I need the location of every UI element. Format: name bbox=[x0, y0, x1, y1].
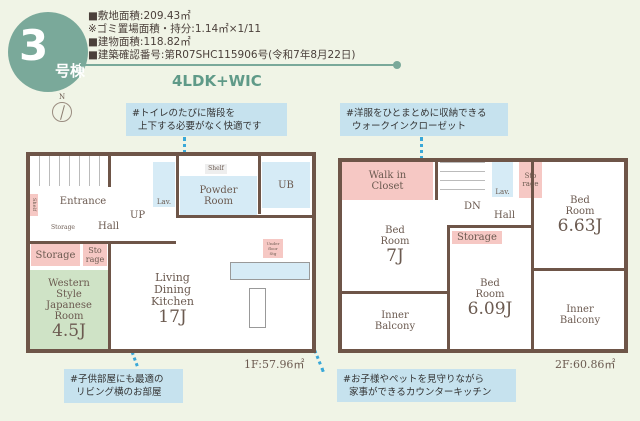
room-ldk-size: 17J bbox=[158, 307, 187, 327]
room-bed-2: Bed Room 6.09J bbox=[455, 272, 525, 324]
room-japanese-size: 4.5J bbox=[52, 321, 86, 341]
building-badge: 3 号棟 bbox=[8, 12, 88, 92]
divider bbox=[80, 64, 396, 66]
room-entrance: Entrance bbox=[59, 195, 107, 207]
room-bed-2-label: Bed Room bbox=[475, 277, 505, 300]
callout-japanese-room: #子供部屋にも最適の リビング横のお部屋 bbox=[64, 369, 183, 403]
floor1-area: 1F:57.96㎡ bbox=[244, 358, 305, 371]
room-inner-balcony-2: Inner Balcony bbox=[559, 304, 601, 326]
wall bbox=[447, 225, 534, 228]
compass-icon: N bbox=[52, 93, 72, 122]
room-japanese: Western Style Japanese Room 4.5J bbox=[30, 270, 108, 349]
wall bbox=[108, 241, 111, 351]
room-hall-2f: Hall bbox=[494, 210, 516, 221]
callout-toilet: #トイレのたびに階段を 上下する必要がなく快適です bbox=[126, 103, 287, 136]
room-japanese-label: Western Style Japanese Room bbox=[46, 278, 92, 322]
garbage-area: ※ゴミ置場面積・持分:1.14㎡×1/11 bbox=[88, 23, 262, 35]
room-bed-1-size: 7J bbox=[386, 245, 404, 266]
room-storage-small: Storage bbox=[51, 224, 75, 231]
site-area: ■敷地面積:209.43㎡ bbox=[88, 10, 191, 22]
room-ub: UB bbox=[262, 162, 310, 208]
room-ldk-label: Living Dining Kitchen bbox=[151, 271, 194, 308]
callout-pointer bbox=[420, 137, 423, 167]
room-storage-vertical: Sto rage bbox=[519, 162, 542, 198]
building-area: ■建物面積:118.82㎡ bbox=[88, 36, 191, 48]
room-storage-2f: Storage bbox=[452, 231, 502, 244]
room-bed-3-label: Bed Room bbox=[565, 194, 595, 217]
room-shelf-powder: Shelf bbox=[205, 164, 227, 174]
dining-table bbox=[249, 288, 266, 328]
room-bed-3: Bed Room 6.63J bbox=[545, 190, 615, 240]
room-wic: Walk in Closet bbox=[342, 162, 433, 200]
compass-label: N bbox=[59, 93, 66, 101]
room-powder: Powder Room bbox=[180, 176, 257, 215]
room-storage-2: Sto rage bbox=[83, 244, 107, 266]
wall bbox=[258, 152, 261, 214]
divider-dot bbox=[393, 61, 401, 69]
kitchen-counter bbox=[230, 262, 310, 280]
building-number: 3 bbox=[19, 21, 49, 70]
wall bbox=[435, 158, 438, 200]
stairs bbox=[440, 162, 485, 198]
room-bed-2-size: 6.09J bbox=[467, 298, 513, 319]
room-lav-2f: Lav. bbox=[492, 162, 513, 197]
room-shelf: Shelf bbox=[30, 194, 38, 216]
entrance-tiles bbox=[30, 156, 108, 186]
compass-needle bbox=[60, 105, 65, 120]
callout-kitchen: #お子様やペットを見守りながら 家事ができるカウンターキッチン bbox=[337, 369, 516, 402]
callout-wic: #洋服をひとまとめに収納できる ウォークインクローゼット bbox=[340, 103, 508, 136]
room-bed-3-size: 6.63J bbox=[557, 215, 603, 236]
stairs-up: UP bbox=[130, 210, 146, 221]
under-floor-storage: Under floor Stg bbox=[263, 239, 283, 258]
room-bed-1: Bed Room 7J bbox=[360, 220, 430, 270]
layout-type: 4LDK+WIC bbox=[172, 72, 262, 90]
wall bbox=[108, 152, 111, 187]
wall bbox=[176, 152, 179, 217]
room-storage: Storage bbox=[31, 244, 80, 266]
building-suffix: 号棟 bbox=[55, 62, 86, 80]
permit-number: ■建築確認番号:第R07SHC115906号(令和7年8月22日) bbox=[88, 49, 356, 61]
room-ldk: Living Dining Kitchen 17J bbox=[130, 262, 215, 337]
wall bbox=[447, 225, 450, 353]
room-lav: Lav. bbox=[153, 162, 175, 207]
floor2-area: 2F:60.86㎡ bbox=[555, 358, 616, 371]
stairs-down: DN bbox=[464, 201, 481, 212]
property-info: ■敷地面積:209.43㎡ ※ゴミ置場面積・持分:1.14㎡×1/11 ■建物面… bbox=[88, 10, 356, 62]
wall bbox=[26, 241, 176, 244]
room-inner-balcony-1: Inner Balcony bbox=[374, 310, 416, 332]
wall bbox=[176, 215, 312, 218]
wall bbox=[338, 291, 450, 294]
room-bed-1-label: Bed Room bbox=[380, 224, 410, 247]
room-hall: Hall bbox=[98, 221, 120, 232]
wall bbox=[531, 158, 534, 353]
wall bbox=[531, 268, 628, 271]
